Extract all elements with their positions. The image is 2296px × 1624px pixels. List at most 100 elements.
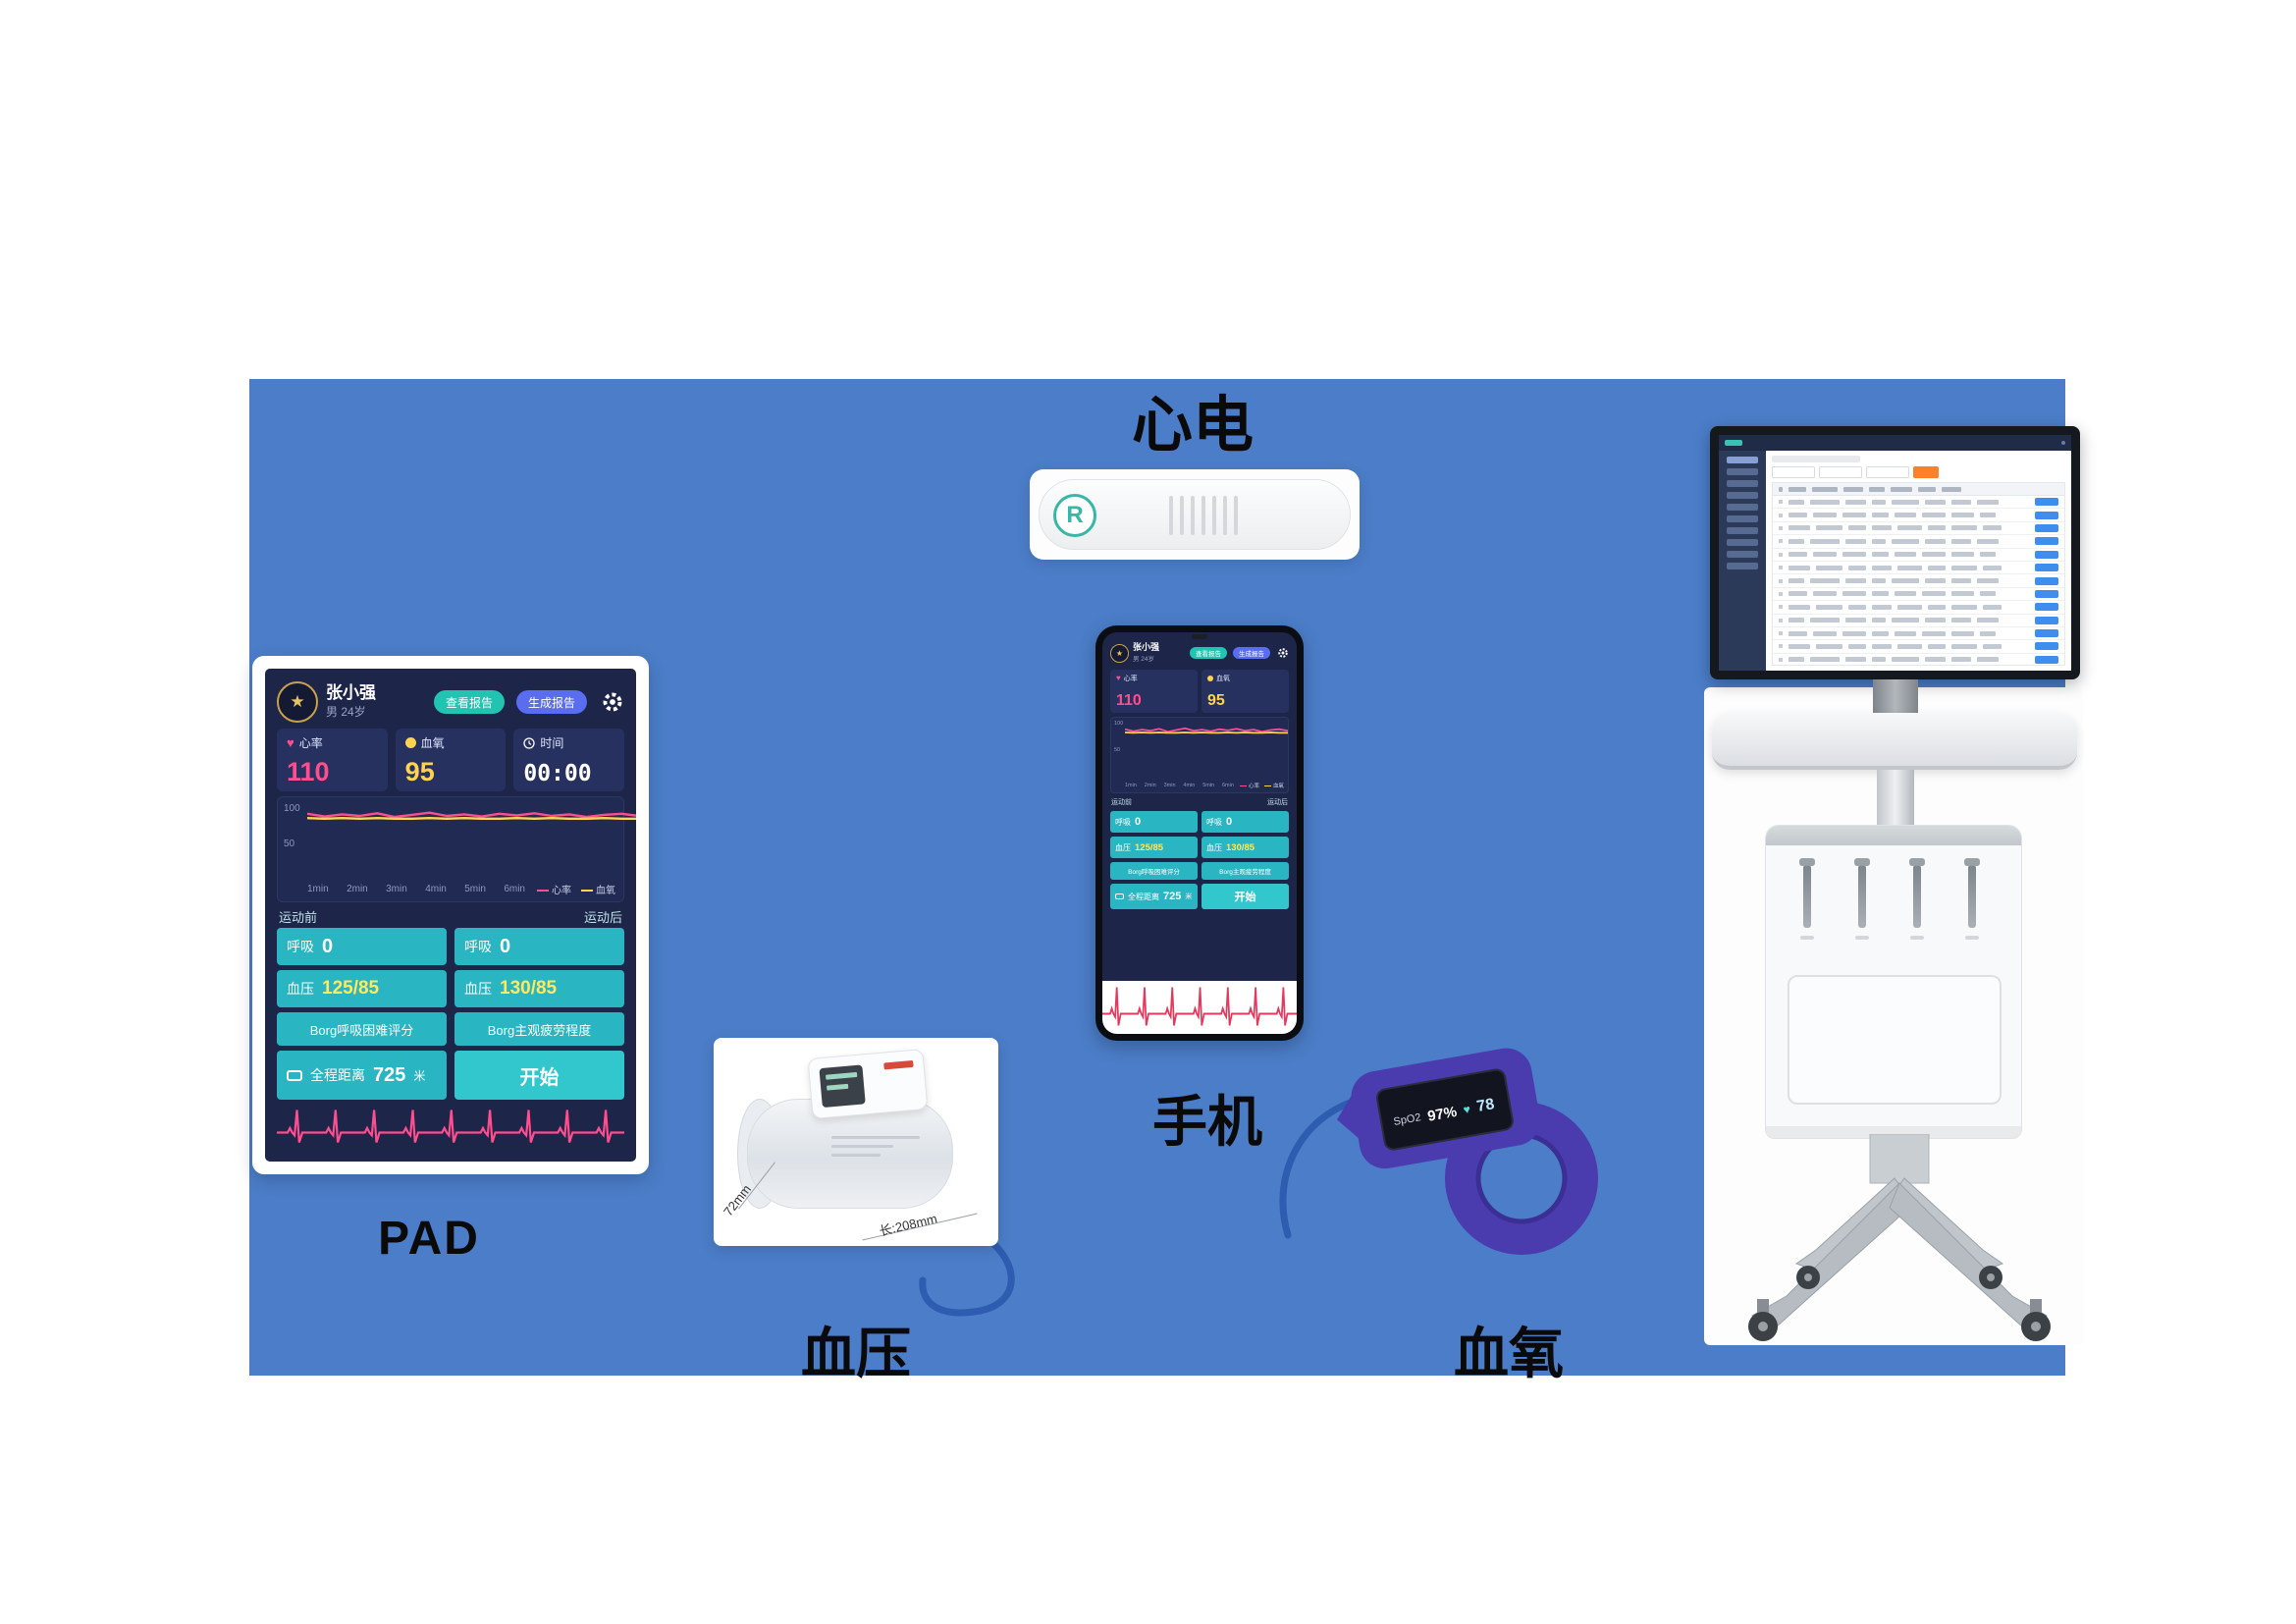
view-report-button[interactable]: 查看报告 bbox=[1190, 647, 1227, 659]
cell-text bbox=[1813, 630, 1837, 636]
row-action-button[interactable] bbox=[2035, 576, 2058, 585]
borg-fatigue-cell[interactable]: Borg主观疲劳程度 bbox=[1201, 862, 1289, 880]
generate-report-button[interactable]: 生成报告 bbox=[1233, 647, 1270, 659]
filter-input[interactable] bbox=[1772, 466, 1815, 478]
cell-text bbox=[1983, 643, 2002, 649]
cell-text bbox=[1892, 538, 1919, 544]
cell-text bbox=[1872, 630, 1889, 636]
keyboard-tray bbox=[1712, 713, 2077, 770]
cell-text bbox=[1810, 578, 1840, 584]
search-button[interactable] bbox=[1913, 466, 1939, 478]
row-action-button[interactable] bbox=[2035, 603, 2058, 612]
phone-label: 手机 bbox=[1152, 1091, 1262, 1153]
workstation-nav-item[interactable] bbox=[1727, 457, 1758, 463]
workstation-nav-item[interactable] bbox=[1727, 539, 1758, 546]
row-action-button[interactable] bbox=[2035, 655, 2058, 664]
spo2-value: 95 bbox=[404, 757, 435, 786]
row-action-button[interactable] bbox=[2035, 537, 2058, 546]
workstation-nav-item[interactable] bbox=[1727, 551, 1758, 558]
row-checkbox[interactable] bbox=[1779, 513, 1783, 517]
workstation-nav-item[interactable] bbox=[1727, 515, 1758, 522]
workstation-nav-item[interactable] bbox=[1727, 563, 1758, 569]
generate-report-button[interactable]: 生成报告 bbox=[515, 690, 587, 714]
cell-text bbox=[1872, 604, 1892, 610]
row-action-button[interactable] bbox=[2035, 629, 2058, 638]
cell-text bbox=[1845, 499, 1866, 505]
row-checkbox[interactable] bbox=[1779, 525, 1783, 530]
table-header bbox=[1773, 483, 2064, 496]
row-action-button[interactable] bbox=[2035, 511, 2058, 519]
cell-text bbox=[1951, 538, 1971, 544]
chart-x-tick: 6min bbox=[504, 884, 525, 894]
row-checkbox[interactable] bbox=[1779, 552, 1783, 557]
pad-ecg-strip bbox=[277, 1105, 624, 1150]
workstation-nav-item[interactable] bbox=[1727, 492, 1758, 499]
start-button[interactable]: 开始 bbox=[454, 1051, 624, 1100]
cell-text bbox=[1892, 657, 1919, 663]
row-action-button[interactable] bbox=[2035, 642, 2058, 651]
distance-start-row: 全程距离 725 米 开始 bbox=[1110, 884, 1289, 909]
workstation-table-row bbox=[1773, 496, 2064, 510]
workstation-nav-item[interactable] bbox=[1727, 468, 1758, 475]
cell-text bbox=[1951, 525, 1977, 531]
row-checkbox[interactable] bbox=[1779, 591, 1783, 596]
cell-text bbox=[1925, 538, 1946, 544]
before-exercise-label: 运动前 bbox=[279, 910, 318, 925]
row-action-button[interactable] bbox=[2035, 589, 2058, 598]
row-action-button[interactable] bbox=[2035, 550, 2058, 559]
row-action-button[interactable] bbox=[2035, 616, 2058, 624]
cell-text bbox=[1983, 604, 2002, 610]
borg-breath-cell[interactable]: Borg呼吸困难评分 bbox=[277, 1012, 447, 1046]
cell-text bbox=[1842, 552, 1866, 558]
patient-block: 张小强 男 24岁 bbox=[1133, 642, 1159, 663]
workstation-nav-item[interactable] bbox=[1727, 527, 1758, 534]
view-report-button[interactable]: 查看报告 bbox=[433, 690, 505, 714]
start-button[interactable]: 开始 bbox=[1201, 884, 1289, 909]
filter-input[interactable] bbox=[1819, 466, 1862, 478]
settings-gear-icon[interactable] bbox=[601, 690, 624, 714]
workstation-nav-item[interactable] bbox=[1727, 480, 1758, 487]
row-checkbox[interactable] bbox=[1779, 631, 1783, 636]
workstation-table-row bbox=[1773, 654, 2064, 665]
filter-input[interactable] bbox=[1866, 466, 1909, 478]
workstation-table-row bbox=[1773, 535, 2064, 549]
cell-text bbox=[1813, 591, 1837, 597]
cell-text bbox=[1848, 604, 1866, 610]
chart-x-tick: 4min bbox=[1183, 783, 1196, 788]
row-checkbox[interactable] bbox=[1779, 605, 1783, 610]
heart-icon: ♥ bbox=[287, 735, 294, 750]
settings-gear-icon[interactable] bbox=[1277, 647, 1289, 659]
row-checkbox[interactable] bbox=[1779, 618, 1783, 623]
workstation-nav-item[interactable] bbox=[1727, 504, 1758, 511]
y-tick: 100 bbox=[284, 803, 300, 814]
cell-text bbox=[1872, 513, 1889, 518]
row-checkbox[interactable] bbox=[1779, 578, 1783, 583]
app-logo bbox=[1725, 440, 1742, 446]
row-action-button[interactable] bbox=[2035, 564, 2058, 572]
row-checkbox[interactable] bbox=[1779, 539, 1783, 544]
cell-text bbox=[1810, 618, 1840, 623]
row-action-button[interactable] bbox=[2035, 523, 2058, 532]
cell-text bbox=[1951, 643, 1977, 649]
cell-text bbox=[1789, 643, 1810, 649]
row-checkbox[interactable] bbox=[1779, 657, 1783, 662]
cell-text bbox=[1925, 618, 1946, 623]
cell-text bbox=[1789, 578, 1804, 584]
row-checkbox[interactable] bbox=[1779, 644, 1783, 649]
row-action-button[interactable] bbox=[2035, 498, 2058, 507]
spo2-device-photo: SpO2 97% ♥ 78 bbox=[1333, 1029, 1600, 1267]
spo2-screen-value: 97% bbox=[1425, 1103, 1459, 1125]
borg-breath-cell[interactable]: Borg呼吸困难评分 bbox=[1110, 862, 1198, 880]
cell-text bbox=[1872, 643, 1892, 649]
borg-fatigue-cell[interactable]: Borg主观疲劳程度 bbox=[454, 1012, 624, 1046]
workstation-screen bbox=[1719, 435, 2071, 671]
row-checkbox[interactable] bbox=[1779, 566, 1783, 570]
blood-pressure-photo: 72mm 长:208mm bbox=[714, 1038, 998, 1246]
cell-text bbox=[1842, 630, 1866, 636]
distance-start-row: 全程距离 725 米 开始 bbox=[277, 1051, 624, 1100]
user-menu-dot[interactable] bbox=[2061, 441, 2065, 445]
row-checkbox[interactable] bbox=[1779, 500, 1783, 505]
